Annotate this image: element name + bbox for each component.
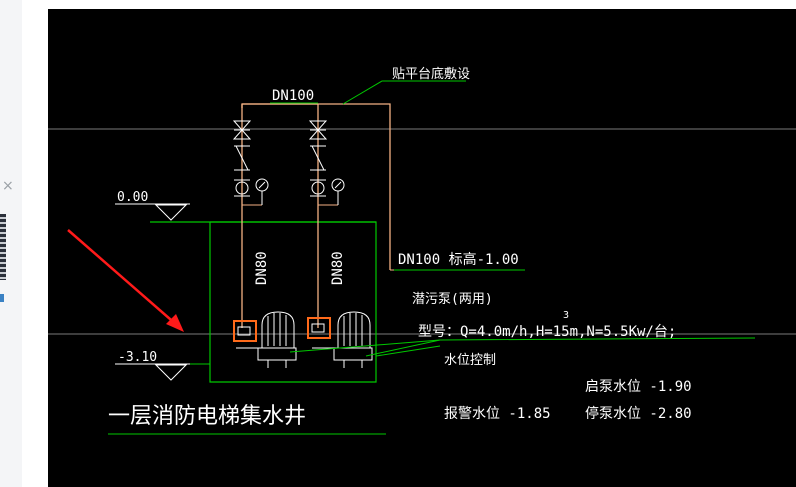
inlet-left-icon xyxy=(237,326,251,336)
side-panel: × xyxy=(0,0,22,487)
label-pump-model-superscript: 3 xyxy=(563,310,569,321)
highlight-inlet-right xyxy=(307,317,331,339)
valve-set-left xyxy=(232,120,269,205)
side-panel-link-icon[interactable] xyxy=(0,294,4,302)
label-pump-title: 潜污泵(两用) xyxy=(412,292,493,307)
level-marker-pit-triangle xyxy=(154,364,188,381)
label-pipe-branch-right: DN80 xyxy=(330,251,346,285)
label-stop-level: 停泵水位 -2.80 xyxy=(585,405,692,422)
leader-pump-right xyxy=(365,337,756,357)
leader-water-control xyxy=(375,345,441,357)
label-mount-note: 贴平台底敷设 xyxy=(392,66,470,82)
side-panel-text-icon xyxy=(0,214,6,280)
label-level-ground: 0.00 xyxy=(117,190,148,205)
label-level-pit: -3.10 xyxy=(118,350,157,365)
pump-right-icon xyxy=(312,311,373,368)
level-marker-ground-triangle xyxy=(154,204,188,221)
highlight-inlet-left xyxy=(233,320,257,342)
label-pit-name: 一层消防电梯集水井 xyxy=(108,404,306,429)
check-valve-right-icon xyxy=(311,145,325,171)
label-pipe-branch-left: DN80 xyxy=(254,251,270,285)
close-icon[interactable]: × xyxy=(2,178,14,194)
pit-wall xyxy=(209,221,377,383)
leader-pump-left xyxy=(289,339,441,353)
cad-canvas xyxy=(48,9,796,487)
ground-line xyxy=(113,206,210,222)
label-pump-model: 型号：Q=4.0m/h,H=15m,N=5.5Kw/台; xyxy=(418,324,676,340)
red-arrow-shaft xyxy=(67,229,179,327)
inlet-right-icon xyxy=(311,323,325,333)
label-water-control: 水位控制 xyxy=(444,353,496,368)
label-start-level: 启泵水位 -1.90 xyxy=(585,379,692,395)
valve-set-right xyxy=(308,120,345,205)
label-pipe-main: DN100 xyxy=(272,88,314,104)
pump-left-icon xyxy=(236,311,297,368)
leader-mount-note xyxy=(342,80,466,105)
joint-left-icon xyxy=(235,181,249,195)
joint-right-icon xyxy=(311,181,325,195)
label-alarm-level: 报警水位 -1.85 xyxy=(444,406,551,422)
label-pipe-outlet: DN100 标高-1.00 xyxy=(398,251,519,268)
red-arrow-head-icon xyxy=(166,314,184,332)
check-valve-left-icon xyxy=(235,145,249,171)
